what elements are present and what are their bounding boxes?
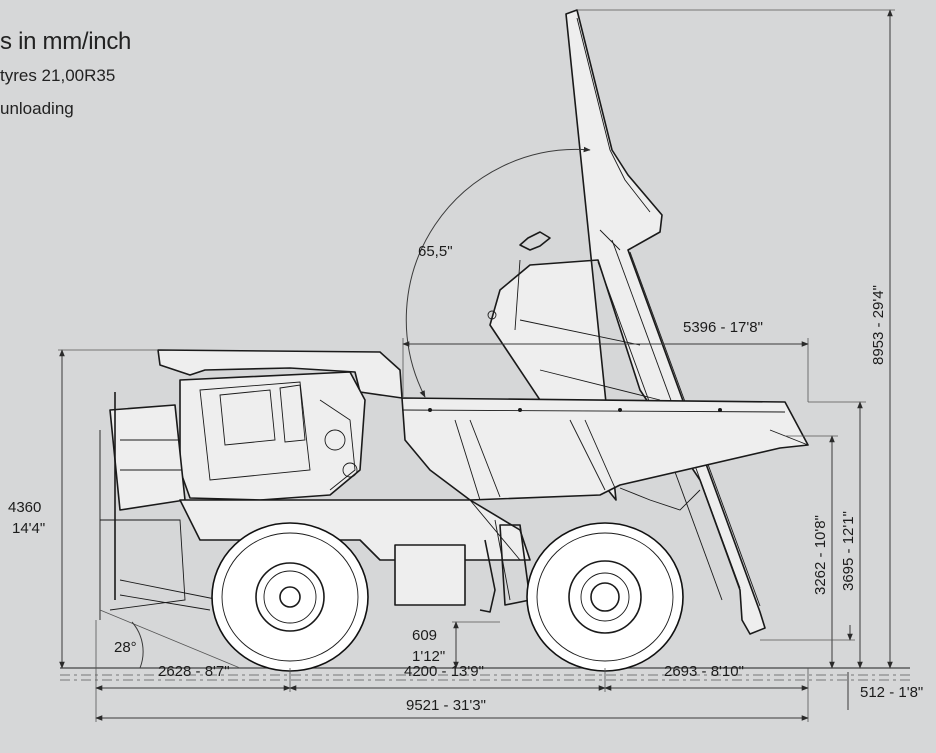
rear-wheel [526, 522, 684, 672]
height-3262-label: 3262 - 10'8" [812, 515, 829, 595]
unloading-note: unloading [0, 99, 74, 118]
approach-angle-label: 28° [114, 639, 137, 656]
overall-height-mm: 4360 [8, 499, 41, 516]
front-overhang-label: 2628 - 8'7" [158, 663, 230, 680]
drawing-title: s in mm/inch [0, 28, 132, 55]
ground-clearance-mm: 609 [412, 627, 437, 644]
wheelbase-label: 4200 - 13'9" [404, 663, 484, 680]
front-wheel [211, 522, 369, 672]
below-ground-label: 512 - 1'8" [860, 684, 923, 701]
tyre-note: tyres 21,00R35 [0, 66, 116, 85]
dump-body-lowered [401, 397, 809, 501]
overall-height-dimension: 4360 14'4" [8, 349, 158, 669]
chassis [119, 487, 701, 613]
tip-angle-label: 65,5" [418, 243, 453, 260]
body-length-label: 5396 - 17'8" [683, 319, 763, 336]
overall-height-in: 14'4" [12, 520, 45, 537]
body-length-dimension: 5396 - 17'8" [402, 319, 809, 402]
length-dimensions: 2628 - 8'7" 4200 - 13'9" 2693 - 8'10" 95… [95, 620, 809, 722]
ground-clearance-in: 1'12" [412, 648, 445, 665]
overall-length-label: 9521 - 31'3" [406, 697, 486, 714]
rear-overhang-label: 2693 - 8'10" [664, 663, 744, 680]
ground-line [60, 667, 910, 681]
raised-height-dimension: 8953 - 29'4" [577, 9, 895, 669]
approach-angle-dimension: 28° [99, 609, 241, 669]
below-ground-dimension: 512 - 1'8" [847, 672, 923, 710]
body-heights-dimension: 3262 - 10'8" 3695 - 12'1" [760, 401, 866, 669]
height-3695-label: 3695 - 12'1" [840, 511, 857, 591]
raised-height-label: 8953 - 29'4" [870, 285, 887, 365]
cab [99, 349, 403, 620]
ground-clearance-dimension: 609 1'12" [412, 621, 500, 669]
